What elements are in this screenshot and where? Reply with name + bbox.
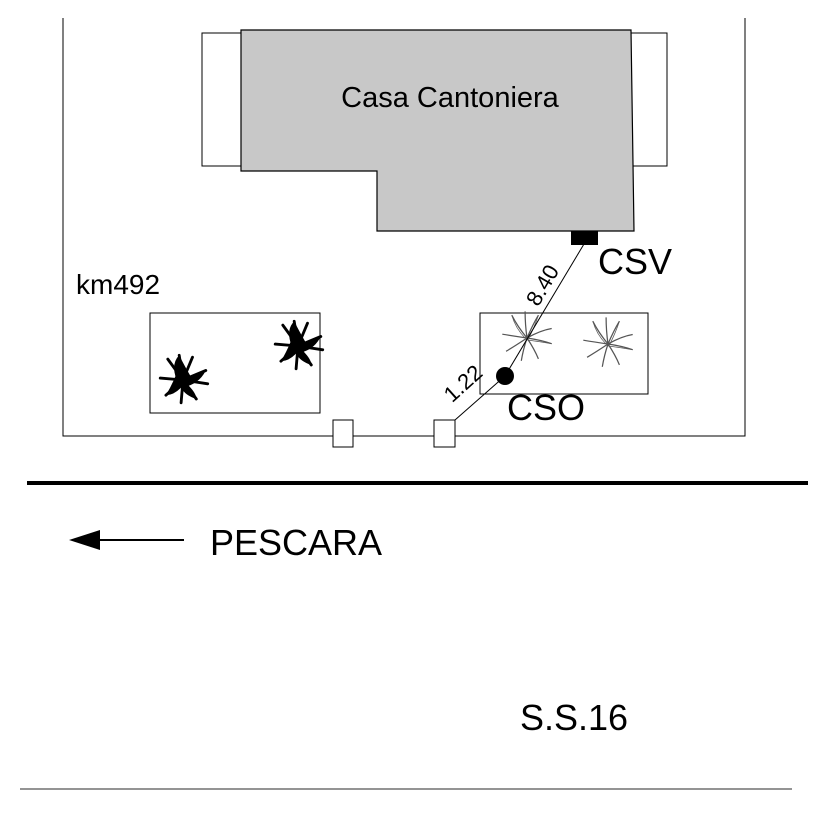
garden-bed-right <box>479 312 649 395</box>
direction-label: PESCARA <box>210 522 382 563</box>
building-wing-left <box>201 32 243 167</box>
garden-bed-left <box>149 312 321 414</box>
plant-icon <box>582 316 634 368</box>
boundary-marker <box>332 419 354 448</box>
csv-marker <box>571 231 598 245</box>
plant-icon <box>273 319 325 371</box>
csv-label: CSV <box>598 241 672 282</box>
cso-label: CSO <box>507 387 585 428</box>
plant-icon <box>158 353 210 405</box>
arrow-left-icon <box>69 530 184 550</box>
building-wing-right <box>627 32 668 167</box>
building-label: Casa Cantoniera <box>341 82 559 114</box>
road-label: S.S.16 <box>520 697 628 738</box>
property-boundary <box>62 18 746 437</box>
distance-label-csv: 8.40 <box>521 260 564 310</box>
km-marker-label: km492 <box>76 269 160 300</box>
cso-marker <box>496 367 514 385</box>
casa-cantoniera-building <box>240 29 635 232</box>
plant-icon <box>501 310 553 362</box>
measure-line-cso <box>454 375 506 421</box>
measure-line-csv <box>504 243 585 377</box>
boundary-marker <box>433 419 456 448</box>
